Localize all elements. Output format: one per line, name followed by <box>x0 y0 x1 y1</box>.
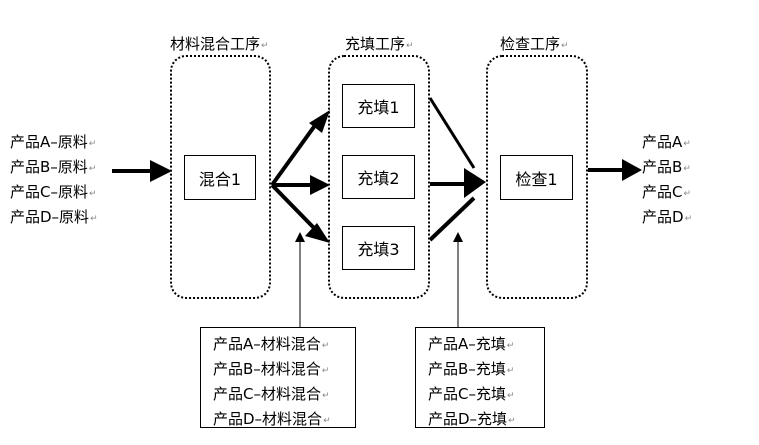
output-item: 产品C↵ <box>642 183 692 201</box>
mixing-note-item: 产品C–材料混合↵ <box>213 385 330 403</box>
fill-node-1: 充填1 <box>342 84 415 128</box>
mixing-note-pointer <box>295 232 305 327</box>
stage-label-mixing: 材料混合工序↵ <box>170 35 269 53</box>
inspection-zone <box>486 55 588 299</box>
input-item: 产品C–原料↵ <box>10 183 97 201</box>
filling-note-item: 产品A–充填↵ <box>428 335 515 353</box>
input-to-mix-arrow <box>112 160 172 182</box>
output-list: 产品A↵ 产品B↵ 产品C↵ 产品D↵ <box>642 131 692 231</box>
mix-to-fill1-arrow <box>270 110 330 187</box>
fill-node-2: 充填2 <box>342 155 415 199</box>
mixing-note-item: 产品A–材料混合↵ <box>213 335 330 353</box>
mix-to-fill2-arrow <box>272 175 330 195</box>
inspect-node: 检查1 <box>500 155 573 200</box>
fill-node-3: 充填3 <box>342 226 415 270</box>
filling-note-pointer <box>453 232 463 327</box>
filling-note-item: 产品C–充填↵ <box>428 385 515 403</box>
input-item: 产品A–原料↵ <box>10 133 97 151</box>
output-item: 产品B↵ <box>642 158 691 176</box>
stage-label-filling: 充填工序↵ <box>345 35 414 53</box>
mix-node: 混合1 <box>184 155 256 200</box>
filling-note-item: 产品B–充填↵ <box>428 360 515 378</box>
filling-note-box: 产品A–充填↵ 产品B–充填↵ 产品C–充填↵ 产品D–充填↵ <box>415 327 545 428</box>
mixing-note-item: 产品D–材料混合↵ <box>213 410 331 428</box>
inspect-to-output-arrow <box>588 159 642 181</box>
filling-note-item: 产品D–充填↵ <box>428 410 516 428</box>
stage-label-inspection: 检查工序↵ <box>500 35 569 53</box>
output-item: 产品A↵ <box>642 133 691 151</box>
fill1-to-inspect-arrow <box>428 97 476 169</box>
input-list: 产品A–原料↵ 产品B–原料↵ 产品C–原料↵ 产品D–原料↵ <box>10 131 98 231</box>
mix-to-fill3-arrow <box>270 183 330 243</box>
input-item: 产品D–原料↵ <box>10 208 98 226</box>
input-item: 产品B–原料↵ <box>10 158 97 176</box>
fill3-to-inspect-arrow <box>428 196 476 242</box>
inspect-merge-arrowhead <box>464 168 486 198</box>
mixing-note-item: 产品B–材料混合↵ <box>213 360 330 378</box>
mixing-zone <box>170 55 271 299</box>
mixing-note-box: 产品A–材料混合↵ 产品B–材料混合↵ 产品C–材料混合↵ 产品D–材料混合↵ <box>200 327 356 428</box>
filling-zone <box>328 55 430 299</box>
output-item: 产品D↵ <box>642 208 693 226</box>
